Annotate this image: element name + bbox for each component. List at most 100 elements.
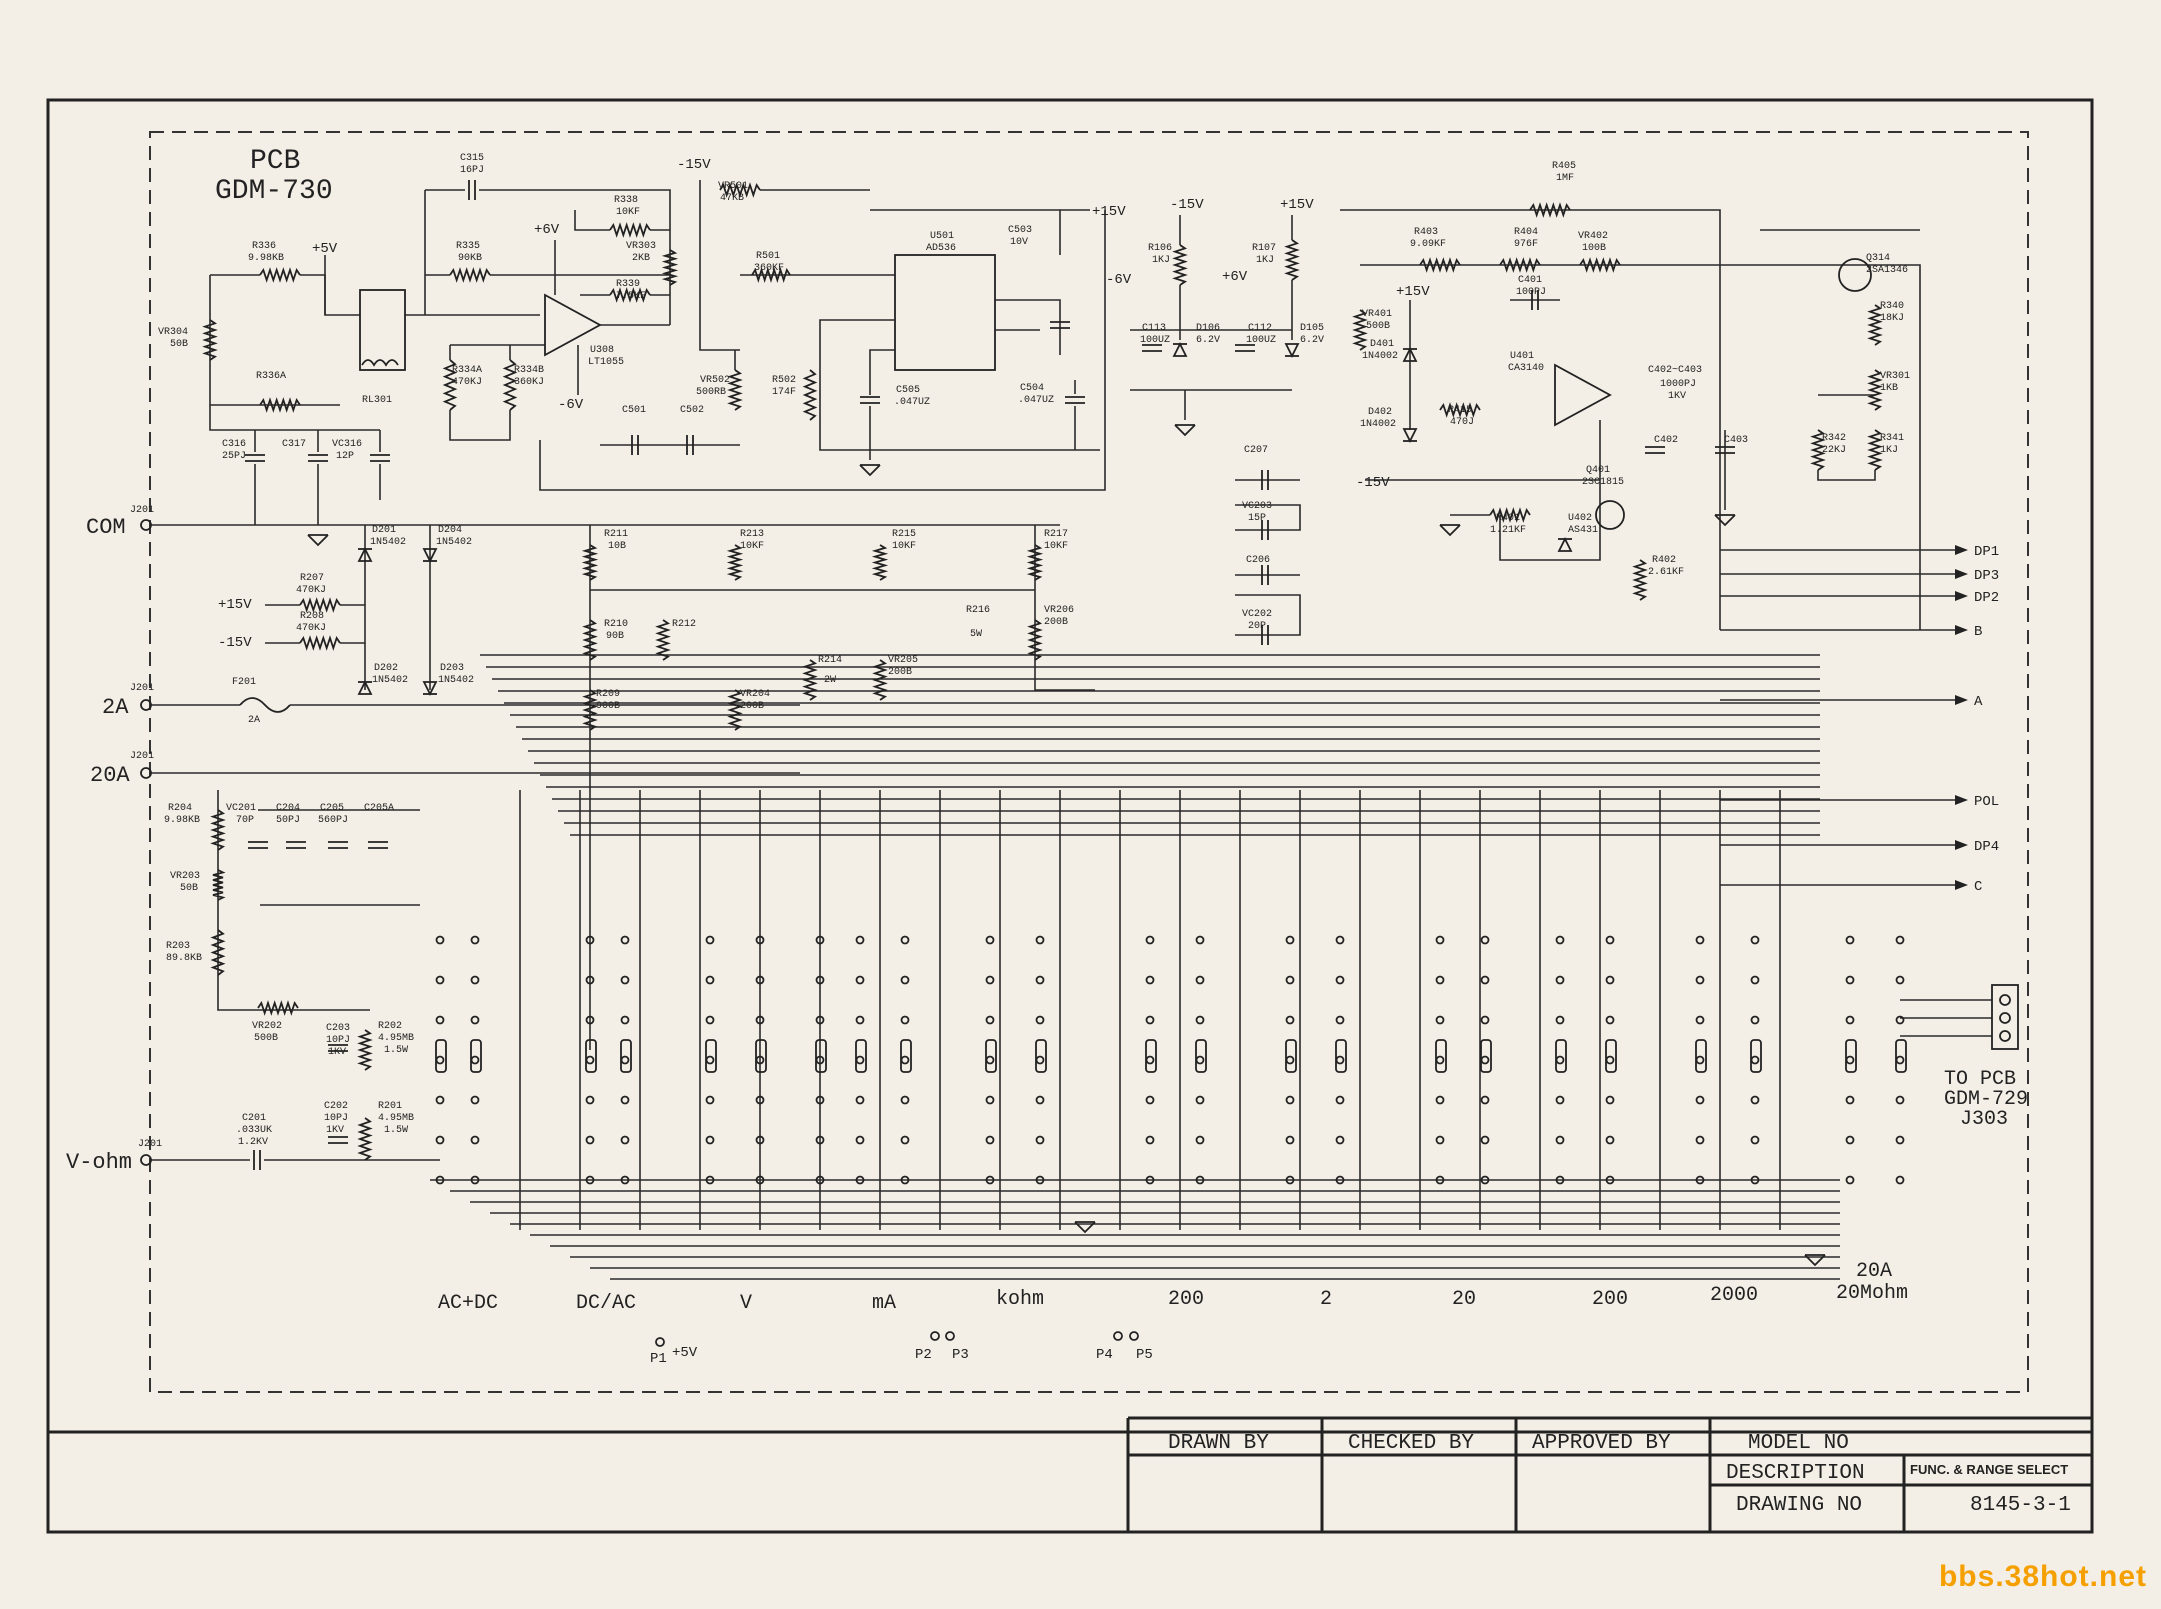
transistor-q314-icon: [1838, 258, 1872, 292]
relay-rl301-icon: [359, 289, 406, 371]
component-label-vr205: VR205: [888, 655, 918, 666]
divider-chain: [217, 790, 370, 1011]
component-label-r402v: 2.61KF: [1648, 567, 1684, 578]
component-label-vr304: VR304: [158, 327, 188, 338]
switch-contact-icon: [1035, 975, 1045, 985]
resistor-r334a-icon: [442, 359, 458, 411]
test-pins: P1 P2 P3 P4 P5: [650, 1331, 1153, 1367]
pin-p5: P5: [1136, 1347, 1153, 1363]
component-label-r403: R403: [1414, 227, 1438, 238]
connector-pin-1-icon: [1999, 994, 2011, 1006]
terminal-vohm-icon: [140, 1154, 152, 1166]
switch-contact-icon: [985, 1015, 995, 1025]
resistor-r340-icon: [1867, 304, 1883, 346]
switch-contact-icon: [620, 975, 630, 985]
component-label-f201v: 2A: [248, 715, 260, 726]
input-20a: 20A: [90, 763, 130, 788]
switch-contact-icon: [900, 975, 910, 985]
switch-contact-icon: [1605, 1055, 1615, 1065]
component-label-c315: C315: [460, 153, 484, 164]
component-label-c201v: .033UK: [236, 1125, 272, 1136]
component-label-vr401v: 500B: [1366, 321, 1390, 332]
switch-lever-icon: [1285, 1039, 1297, 1073]
component-label-vc202: VC202: [1242, 609, 1272, 620]
switch-contact-icon: [1895, 1095, 1905, 1105]
switch-contact-icon: [855, 1015, 865, 1025]
switch-lever-icon: [620, 1039, 632, 1073]
component-label-r209: R209: [596, 689, 620, 700]
switch-contact-icon: [1750, 935, 1760, 945]
switch-contact-icon: [1035, 1055, 1045, 1065]
switch-contact-icon: [585, 1135, 595, 1145]
switch-contact-icon: [755, 935, 765, 945]
resistor-r341-icon: [1867, 429, 1883, 471]
component-label-vr401: VR401: [1362, 309, 1392, 320]
switch-contact-icon: [1750, 1095, 1760, 1105]
switch-contact-icon: [1845, 1015, 1855, 1025]
output-label-c: C: [1974, 879, 1982, 895]
pin-p3-icon: [945, 1331, 955, 1341]
switch-contact-icon: [705, 975, 715, 985]
switch-contact-icon: [1695, 1055, 1705, 1065]
switch-contact-icon: [620, 1055, 630, 1065]
component-label-r203: R203: [166, 941, 190, 952]
switch-contact-icon: [620, 935, 630, 945]
switch-contact-icon: [470, 1095, 480, 1105]
switch-contact-icon: [435, 975, 445, 985]
component-label-vr304v: 50B: [170, 339, 188, 350]
component-label-c316: C316: [222, 439, 246, 450]
connector-j302-body: [1991, 984, 2019, 1050]
switch-contact-icon: [1145, 975, 1155, 985]
component-label-r501v: 360KF: [754, 263, 784, 274]
relay-return: [539, 210, 1106, 491]
description-label: DESCRIPTION: [1726, 1462, 1865, 1485]
component-label-vc203v: 15P: [1248, 513, 1266, 524]
component-label-c205v: 560PJ: [318, 815, 348, 826]
component-label-r336: R336: [252, 241, 276, 252]
switch-contact-icon: [1695, 975, 1705, 985]
switch-contact-icon: [585, 1015, 595, 1025]
component-label-c505v: .047UZ: [894, 397, 930, 408]
drawn-by-label: DRAWN BY: [1168, 1432, 1269, 1455]
output-arrow-icon: [1955, 625, 1968, 635]
component-label-vr502: VR502: [700, 375, 730, 386]
component-label-r215v: 10KF: [892, 541, 916, 552]
component-label-u308: U308: [590, 345, 614, 356]
switch-contact-icon: [1035, 1015, 1045, 1025]
component-label-vr501: VR501: [718, 181, 748, 192]
component-label-r334a: R334A: [452, 365, 482, 376]
component-label-c315v: 16PJ: [460, 165, 484, 176]
component-label-d401: D401: [1370, 339, 1394, 350]
switch-label-0: AC+DC: [438, 1292, 498, 1315]
rail-m15-reg: -15V: [1170, 197, 1204, 213]
switch-contact-icon: [1145, 935, 1155, 945]
component-label-vr402v: 100B: [1582, 243, 1606, 254]
component-label-r217v: 10KF: [1044, 541, 1068, 552]
vr501-icon: [719, 182, 761, 198]
opamp-u401-icon: [1554, 363, 1612, 427]
terminal-20a-icon: [140, 767, 152, 779]
component-label-r502: R502: [772, 375, 796, 386]
switch-contact-icon: [1035, 935, 1045, 945]
output-label-dp1: DP1: [1974, 544, 1999, 560]
rail-m6-reg: -6V: [1106, 272, 1132, 288]
ground-icon: [1174, 424, 1196, 437]
component-label-vr203v: 50B: [180, 883, 198, 894]
component-label-d106v: 6.2V: [1196, 335, 1220, 346]
ground-icon: [307, 534, 329, 547]
resistor-r207-icon: [299, 597, 341, 613]
rail-p6-reg: +6V: [1222, 269, 1248, 285]
switch-contact-icon: [1750, 1055, 1760, 1065]
switch-contact-icon: [1845, 1175, 1855, 1185]
switch-contact-icon: [1480, 1055, 1490, 1065]
resistor-r405-icon: [1529, 202, 1571, 218]
switch-contact-icon: [1285, 975, 1295, 985]
component-label-c112: C112: [1248, 323, 1272, 334]
c503-line: [995, 299, 1061, 355]
component-labels: C31516PJR3369.98KBVR30450BR336AR33590KBR…: [158, 153, 1910, 1148]
resistor-r402-icon: [1632, 559, 1648, 601]
component-label-r213: R213: [740, 529, 764, 540]
switch-contact-icon: [855, 1095, 865, 1105]
component-label-vr202v: 500B: [254, 1033, 278, 1044]
switch-contact-icon: [1335, 1135, 1345, 1145]
